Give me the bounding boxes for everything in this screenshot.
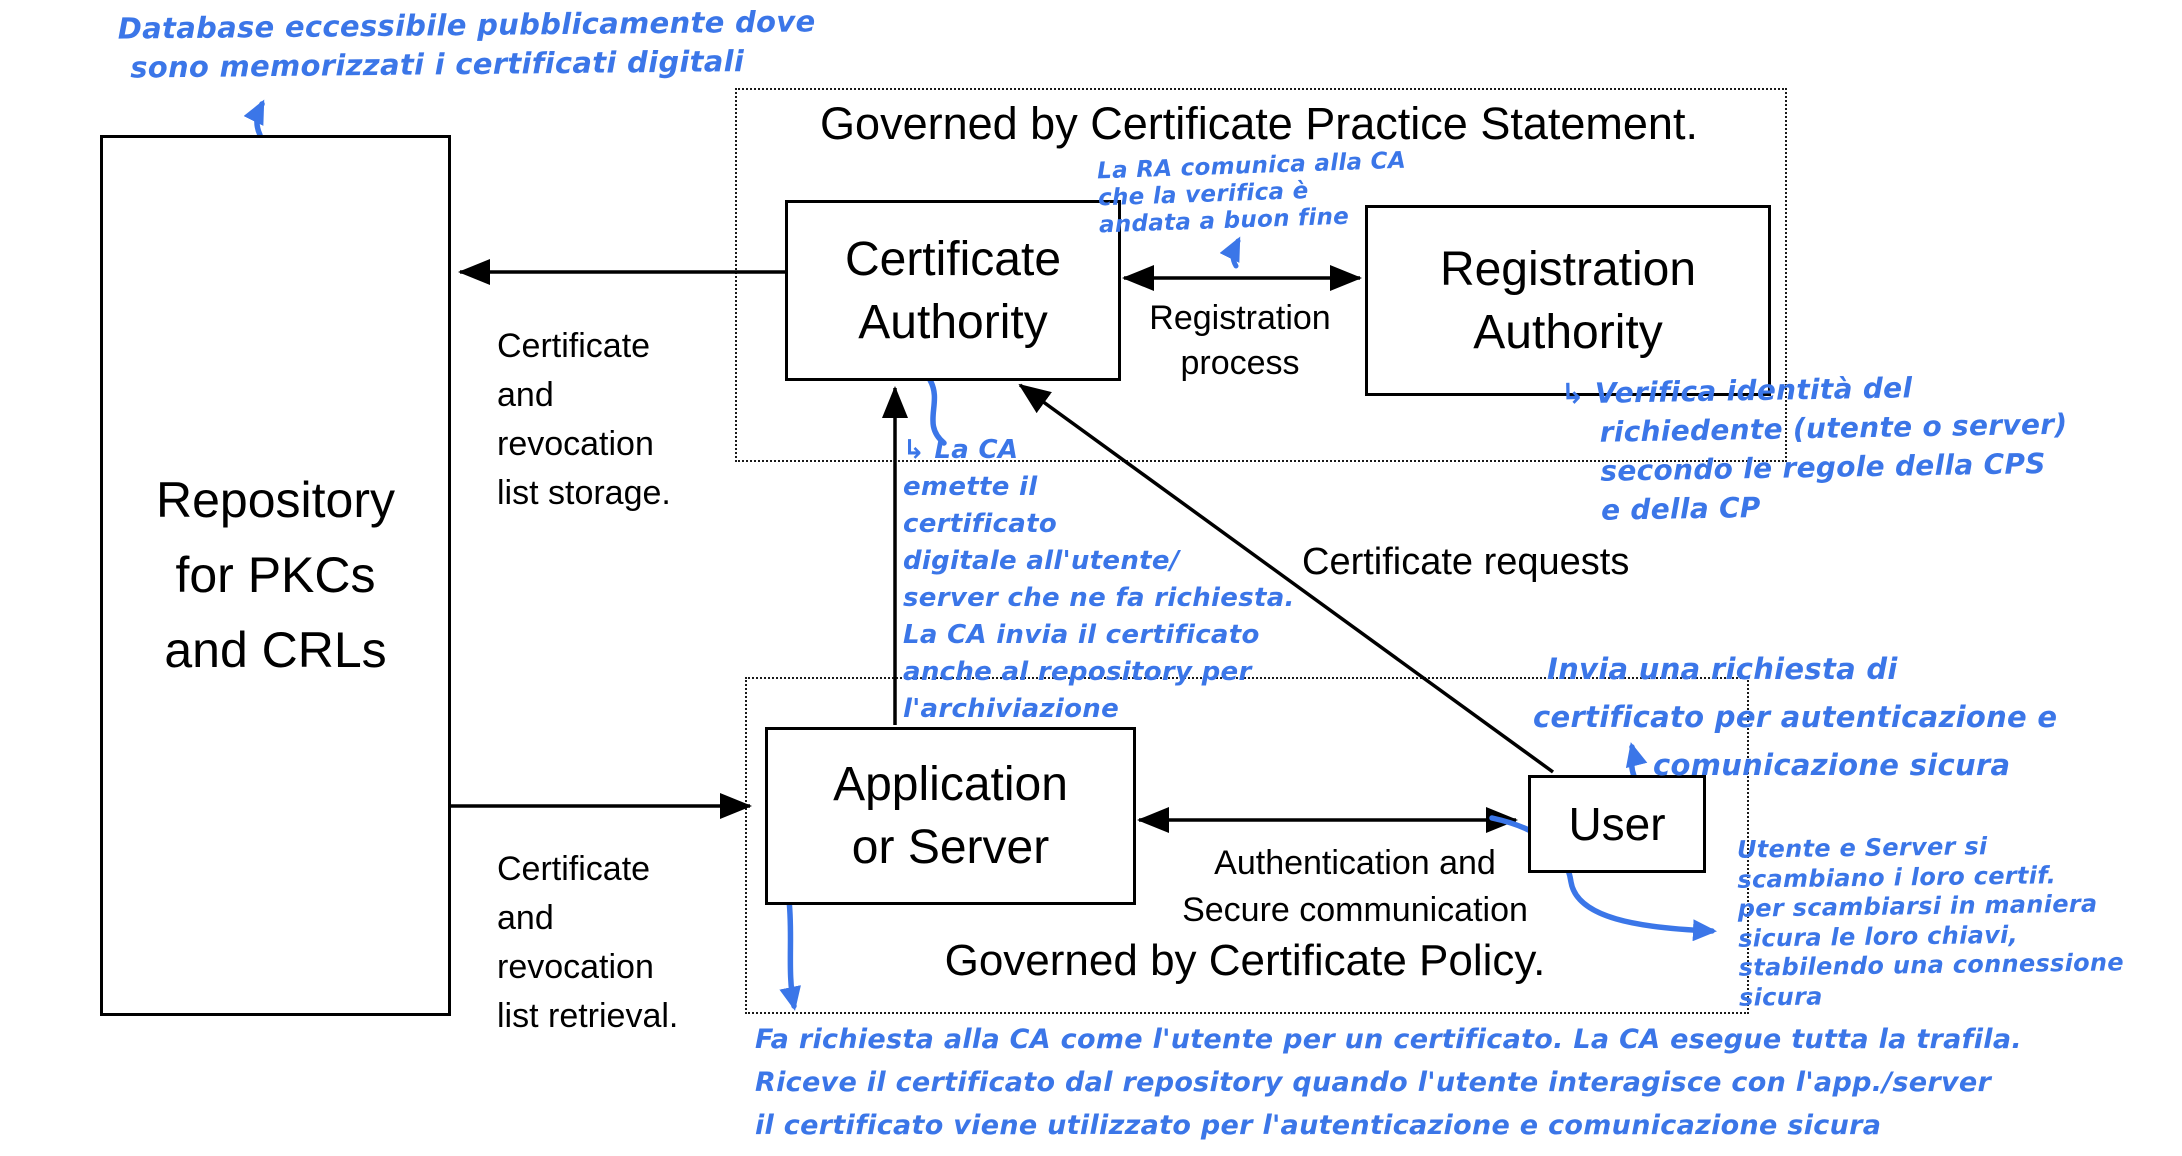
app-flow-note: Fa richiesta alla CA come l'utente per u… <box>755 1024 2022 1141</box>
blue-arrow-note-to-repository <box>243 99 265 138</box>
application-or-server-box: Application or Server <box>765 727 1136 905</box>
ca-issuance-note: ↳ La CA emette il certificato digitale a… <box>903 435 1295 724</box>
ra-label-line: Authority <box>1473 305 1663 359</box>
user-label: User <box>1568 798 1666 850</box>
registration-authority-box: Registration Authority <box>1365 205 1771 396</box>
cp-group-title: Governed by Certificate Policy. <box>944 936 1546 985</box>
repository-label-line: for PKCs <box>175 547 376 603</box>
app-label-line: Application <box>833 758 1068 811</box>
user-box: User <box>1528 775 1706 873</box>
auth-secure-label: Authentication and Secure communication <box>1182 844 1528 929</box>
ca-label-line: Authority <box>858 295 1048 349</box>
ra-label-line: Registration <box>1439 242 1697 296</box>
app-label-line: or Server <box>851 821 1050 874</box>
user-server-exchange-note: Utente e Server si scambiano i loro cert… <box>1736 832 2125 1012</box>
ra-to-ca-note: La RA comunica alla CA che la verifica è… <box>1096 147 1407 239</box>
storage-label: Certificate and revocation list storage. <box>497 327 671 512</box>
registration-process-label: Registration process <box>1149 299 1331 382</box>
repository-box: Repository for PKCs and CRLs <box>100 135 451 1016</box>
ra-verification-note: ↳ Verifica identità del richiedente (ute… <box>1560 371 2068 527</box>
repository-label-line: Repository <box>156 472 395 528</box>
cps-group-title: Governed by Certificate Practice Stateme… <box>820 98 1698 149</box>
user-request-note: Invia una richiesta di certificato per a… <box>1533 652 2058 782</box>
retrieval-label: Certificate and revocation list retrieva… <box>497 850 679 1035</box>
certificate-authority-box: Certificate Authority <box>785 200 1121 381</box>
repository-label-line: and CRLs <box>164 622 387 678</box>
certificate-requests-label: Certificate requests <box>1302 541 1630 583</box>
repository-note: Database eccessibile pubblicamente dove … <box>117 4 816 85</box>
ca-label-line: Certificate <box>844 232 1062 286</box>
